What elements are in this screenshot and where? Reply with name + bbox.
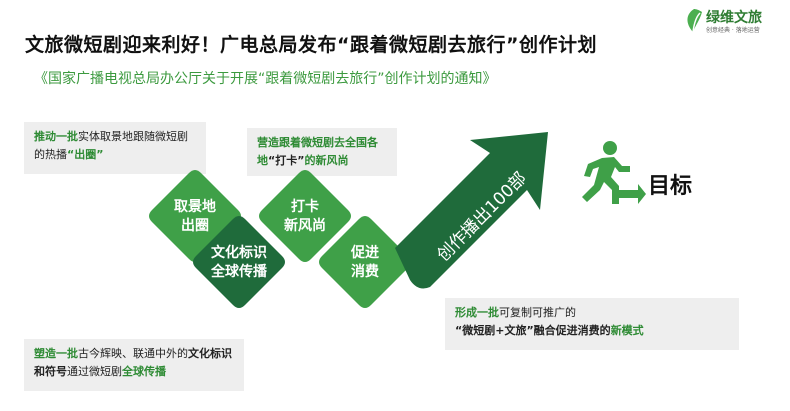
logo-name: 绿维文旅 (706, 10, 762, 26)
diamond-label-2: 文化标识 全球传播 (211, 245, 267, 280)
note-text: 营造跟着微短剧去全国各地 (257, 136, 378, 167)
note-bottom-right: 形成一批可复制可推广的 “微短剧+文旅”融合促进消费的新模式 (445, 298, 739, 350)
diamond-label-4: 促进 消费 (351, 245, 379, 280)
leaf-icon (687, 9, 702, 33)
note-text: 实体取景地跟随微短剧的热播 (34, 130, 188, 161)
running-exit-icon (582, 141, 646, 204)
note-text: 古今辉映、联通中外的 (78, 347, 188, 360)
note-emphasis: “出圈” (67, 148, 104, 161)
diamond-label-3: 打卡 新风尚 (284, 199, 326, 234)
note-emphasis: 全球传播 (122, 365, 166, 378)
diamond-3 (259, 170, 351, 262)
note-top-mid: 营造跟着微短剧去全国各地“打卡”的新风尚 (247, 128, 397, 176)
note-bottom-left: 塑造一批古今辉映、联通中外的文化标识和符号通过微短剧全球传播 (24, 339, 244, 391)
page-title: 文旅微短剧迎来利好！广电总局发布“跟着微短剧去旅行”创作计划 (25, 34, 597, 56)
note-top-left: 推动一批实体取景地跟随微短剧的热播“出圈” (24, 122, 206, 174)
growth-arrow (395, 132, 548, 289)
note-text: 的新风尚 (304, 154, 349, 167)
note-emphasis: 推动一批 (34, 130, 78, 143)
note-emphasis: 形成一批 (455, 306, 499, 319)
note-bold: 文化标识和符号 (34, 347, 232, 378)
note-text: 通过微短剧 (67, 365, 122, 378)
note-bold: “微短剧+文旅”融合促进消费的 (455, 324, 611, 337)
logo: 绿维文旅 创意经典 · 落地运营 (684, 6, 784, 36)
note-emphasis: 新模式 (610, 324, 644, 337)
note-emphasis: “打卡” (268, 154, 305, 167)
logo-tagline: 创意经典 · 落地运营 (706, 27, 760, 34)
note-emphasis: 塑造一批 (34, 347, 78, 360)
diamond-2 (193, 216, 285, 308)
diamond-4 (319, 216, 411, 308)
goal-label: 目标 (648, 174, 693, 199)
diamond-label-1: 取景地 出圈 (174, 199, 216, 234)
page-subtitle: 《国家广播电视总局办公厅关于开展“跟着微短剧去旅行”创作计划的通知》 (34, 71, 497, 87)
note-text: 可复制可推广的 (499, 306, 576, 319)
